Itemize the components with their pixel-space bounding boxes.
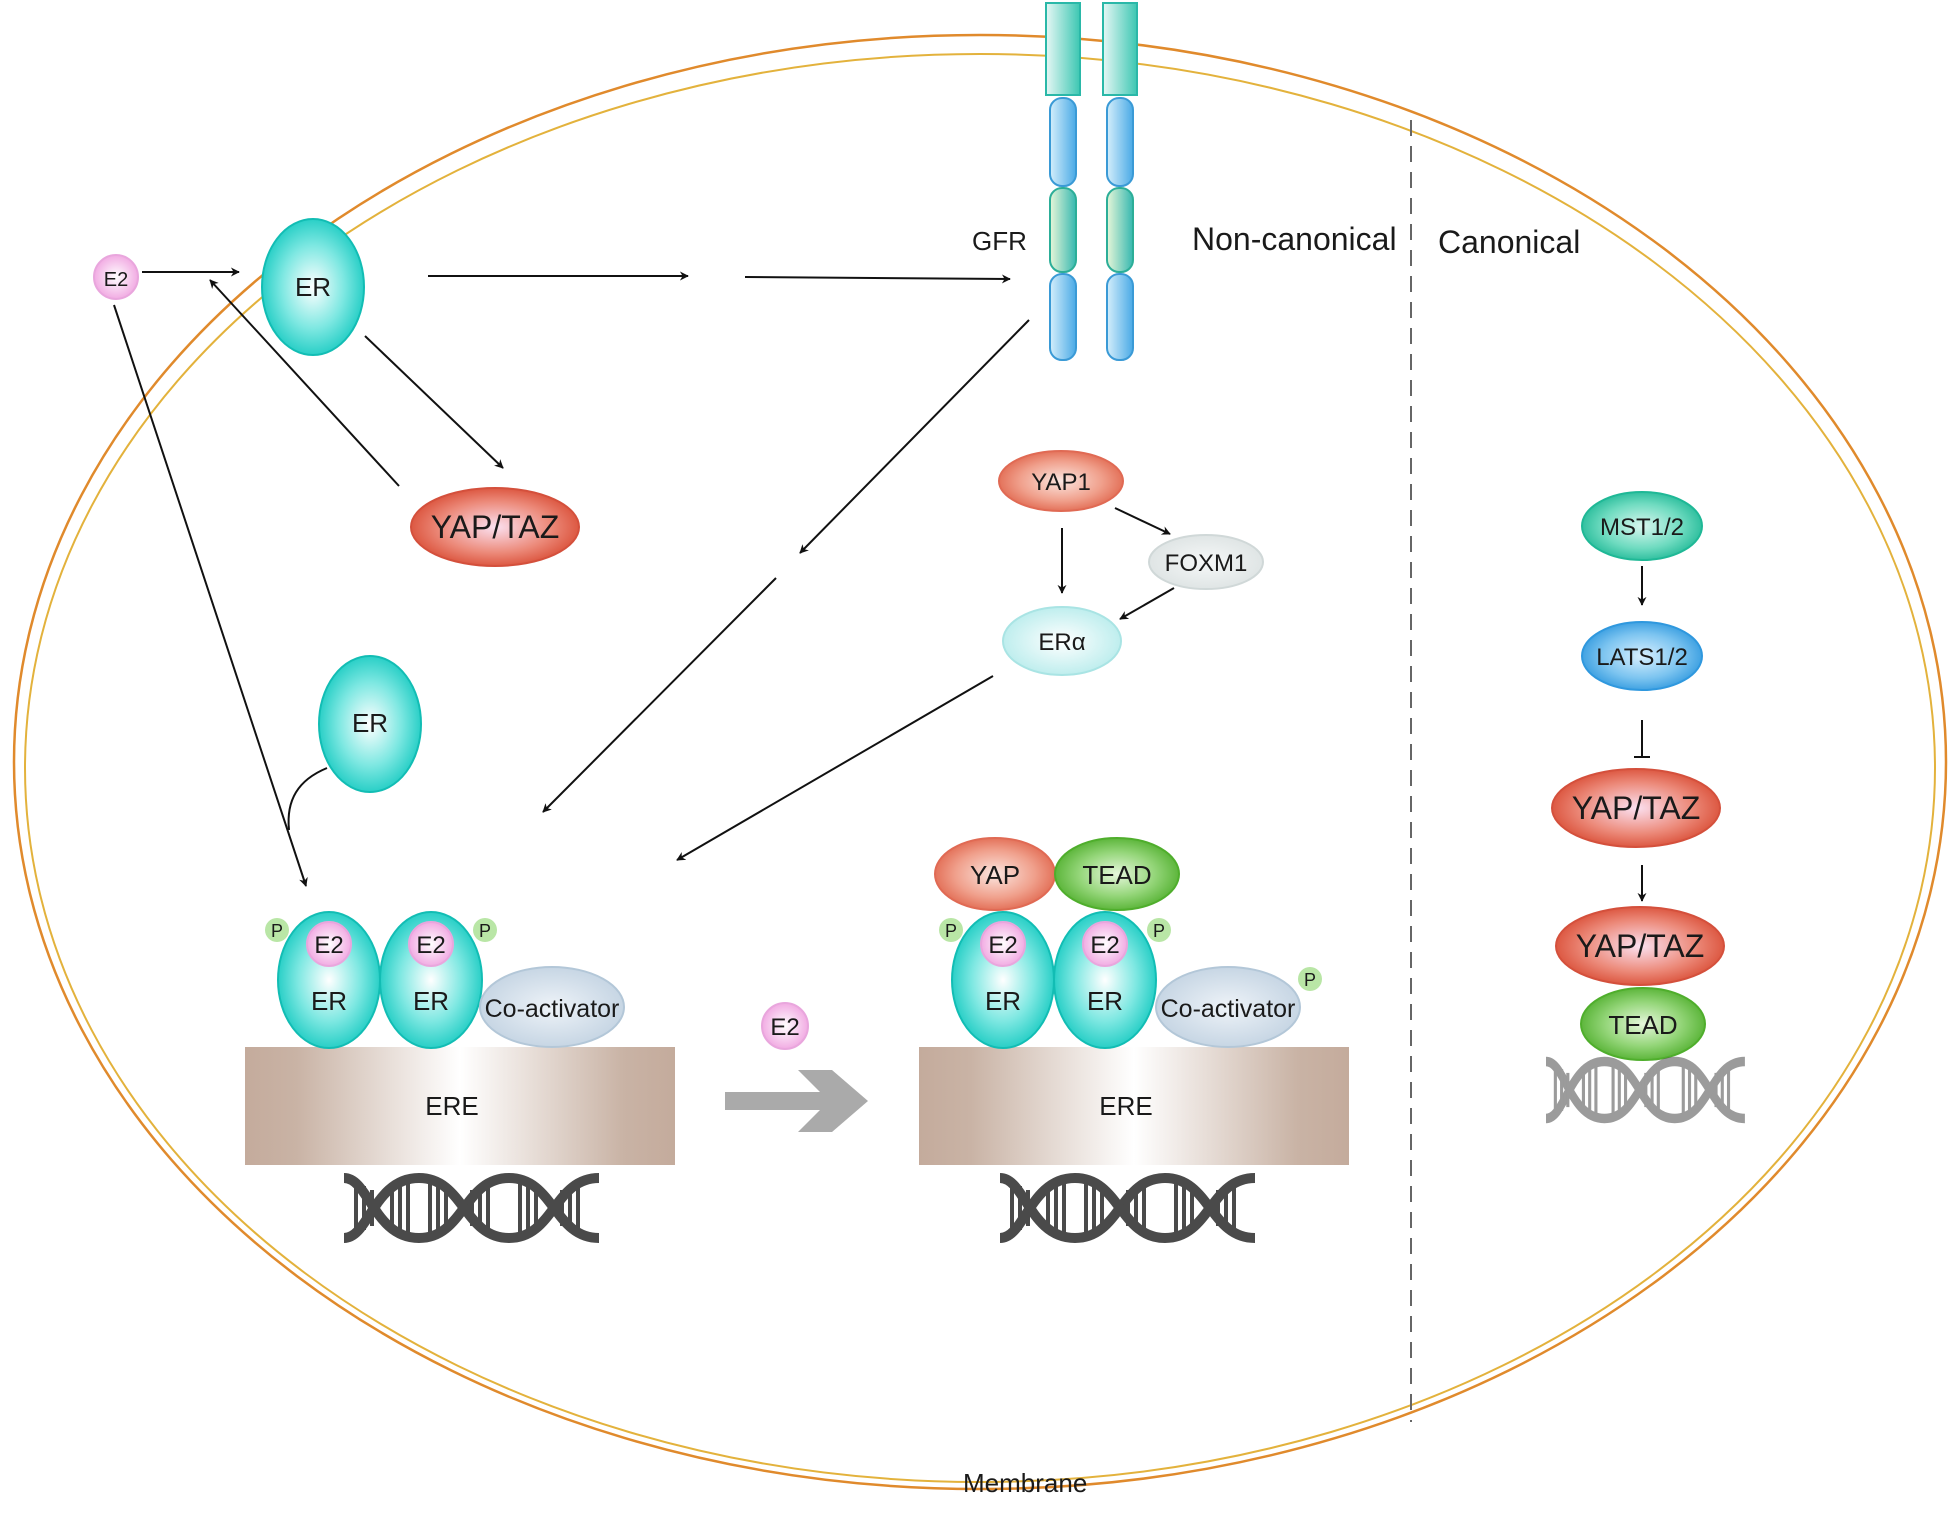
foxm1-label: FOXM1 — [1165, 550, 1248, 577]
p-badge-right-3: P — [1298, 967, 1322, 991]
right-arrow-icon — [725, 1070, 868, 1132]
tead-node: TEAD — [1054, 837, 1180, 911]
yap-taz-node-canonical-1: YAP/TAZ — [1551, 768, 1721, 848]
right-transcription-complex: ERE YAP TEAD P E2 ER E2 ER P — [919, 837, 1349, 1238]
dna-helix-canonical-icon — [1546, 1062, 1745, 1119]
ere-block-left — [245, 1047, 675, 1165]
ere-block-right — [919, 1047, 1349, 1165]
cell-membrane-outer — [12, 33, 1948, 1491]
svg-text:E2: E2 — [416, 932, 445, 959]
p-badge-right-2: P — [1147, 918, 1171, 942]
tead-node-canonical: TEAD — [1580, 987, 1706, 1061]
svg-text:MST1/2: MST1/2 — [1600, 514, 1684, 541]
er-dimer-left-b: E2 ER — [379, 911, 483, 1049]
er-alpha-label: ERα — [1038, 629, 1085, 656]
gfr-label: GFR — [972, 226, 1027, 256]
svg-text:P: P — [1153, 921, 1165, 941]
svg-text:E2: E2 — [988, 932, 1017, 959]
er-alpha-node: ERα — [1002, 606, 1122, 676]
dna-helix-left-icon — [344, 1178, 599, 1238]
p-badge-left-1: P — [265, 918, 289, 942]
svg-text:ER: ER — [311, 986, 347, 1016]
svg-text:P: P — [479, 921, 491, 941]
er-label-cytoplasm: ER — [352, 708, 388, 738]
svg-text:YAP: YAP — [970, 860, 1020, 890]
dna-helix-right-icon — [1000, 1178, 1255, 1238]
signal-arrows — [113, 267, 1030, 887]
svg-text:E2: E2 — [1090, 932, 1119, 959]
gfr-receptor — [1045, 2, 1138, 361]
svg-text:P: P — [1304, 970, 1316, 990]
er-dimer-left-a: E2 ER — [277, 911, 381, 1049]
svg-text:E2: E2 — [770, 1014, 799, 1041]
yap1-label: YAP1 — [1031, 469, 1091, 496]
e2-ligand-middle: E2 — [761, 1002, 809, 1050]
svg-text:TEAD: TEAD — [1608, 1010, 1677, 1040]
svg-text:Co-activator: Co-activator — [485, 995, 620, 1023]
yap-taz-cytoplasm: YAP/TAZ — [410, 487, 580, 567]
er-dimer-right-b: E2 ER — [1053, 911, 1157, 1049]
foxm1-node: FOXM1 — [1148, 534, 1264, 590]
yap-taz-node-canonical-2: YAP/TAZ — [1555, 906, 1725, 986]
er-cytoplasm: ER — [318, 655, 422, 793]
ere-label-right: ERE — [1099, 1091, 1152, 1121]
er-label-membrane: ER — [295, 272, 331, 302]
p-badge-right-1: P — [939, 918, 963, 942]
yap1-node: YAP1 — [998, 450, 1124, 512]
svg-text:YAP/TAZ: YAP/TAZ — [1572, 790, 1701, 826]
yap-taz-label-cytoplasm: YAP/TAZ — [431, 509, 560, 545]
non-canonical-title: Non-canonical — [1192, 221, 1397, 257]
membrane-label: Membrane — [963, 1468, 1087, 1498]
svg-text:E2: E2 — [314, 932, 343, 959]
mst-node: MST1/2 — [1581, 491, 1703, 561]
yap1-arrows — [1057, 507, 1175, 620]
left-transcription-complex: ERE P E2 ER E2 ER P Co-activator — [245, 911, 675, 1238]
co-activator-left: Co-activator — [479, 966, 625, 1048]
er-dimer-right-a: E2 ER — [951, 911, 1055, 1049]
inhibition-bar — [1634, 720, 1650, 758]
svg-text:Co-activator: Co-activator — [1161, 995, 1296, 1023]
e2-label-top: E2 — [104, 269, 128, 291]
canonical-pathway: MST1/2 LATS1/2 YAP/TAZ YAP/TAZ TEAD — [1546, 491, 1745, 1119]
svg-text:LATS1/2: LATS1/2 — [1596, 644, 1688, 671]
svg-text:ER: ER — [1087, 986, 1123, 1016]
svg-text:ER: ER — [985, 986, 1021, 1016]
lats-node: LATS1/2 — [1581, 621, 1703, 691]
co-activator-right: Co-activator — [1155, 966, 1301, 1048]
svg-text:TEAD: TEAD — [1082, 860, 1151, 890]
ere-label-left: ERE — [425, 1091, 478, 1121]
cell-membrane-inner — [24, 53, 1936, 1483]
svg-text:P: P — [271, 921, 283, 941]
e2-ligand-top: E2 — [93, 254, 139, 300]
svg-text:YAP/TAZ: YAP/TAZ — [1576, 928, 1705, 964]
svg-text:ER: ER — [413, 986, 449, 1016]
svg-text:P: P — [945, 921, 957, 941]
canonical-title: Canonical — [1438, 224, 1580, 260]
yap-node: YAP — [934, 837, 1056, 911]
p-badge-left-2: P — [473, 918, 497, 942]
er-membrane: ER — [261, 218, 365, 356]
